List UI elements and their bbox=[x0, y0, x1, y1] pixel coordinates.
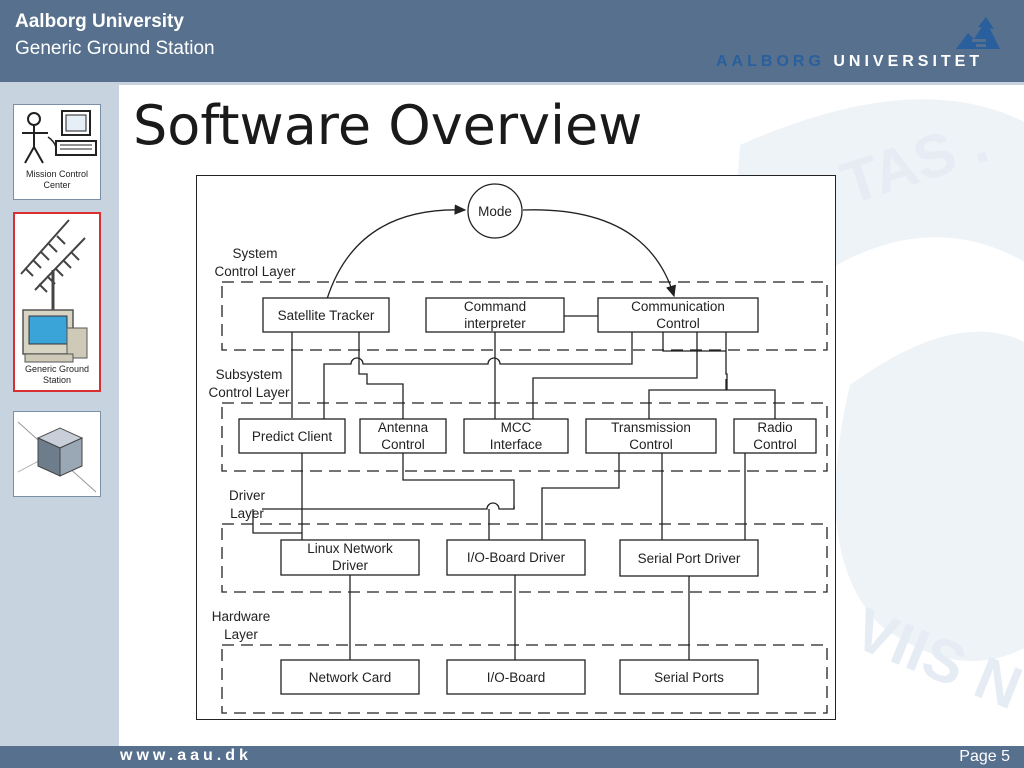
box-label: Antenna bbox=[378, 420, 429, 435]
box-network-card bbox=[280, 659, 420, 695]
box-label: Network Card bbox=[309, 670, 392, 685]
box-label: Command bbox=[464, 299, 526, 314]
footer-bar: www.aau.dk Page 5 bbox=[0, 746, 1024, 768]
layer-label: System bbox=[232, 246, 277, 261]
layer-label: Hardware bbox=[212, 609, 271, 624]
logo-text: AALBORG UNIVERSITET bbox=[716, 53, 984, 70]
box-label: Radio bbox=[757, 420, 792, 435]
mode-arrow-in bbox=[326, 204, 467, 300]
mode-arrow-out bbox=[522, 209, 676, 298]
layer-region-hardware bbox=[221, 644, 828, 714]
box-serial-port-driver bbox=[619, 539, 759, 577]
aau-logo: AALBORG UNIVERSITET bbox=[716, 15, 1021, 75]
box-transmission-control bbox=[585, 418, 717, 454]
box-label: Linux Network bbox=[307, 541, 393, 556]
box-label: Control bbox=[656, 316, 700, 331]
box-label: Satellite Tracker bbox=[278, 308, 375, 323]
box-antenna-control bbox=[359, 418, 447, 454]
box-serial-ports bbox=[619, 659, 759, 695]
box-io-board bbox=[446, 659, 586, 695]
box-label: I/O-Board bbox=[487, 670, 546, 685]
project-name: Generic Ground Station bbox=[15, 38, 215, 59]
box-label: MCC bbox=[501, 420, 532, 435]
box-predict-client bbox=[238, 418, 346, 454]
box-label: Serial Port Driver bbox=[638, 551, 741, 566]
box-label: Interface bbox=[490, 437, 543, 452]
layer-label: Control Layer bbox=[208, 385, 290, 400]
layer-region-driver bbox=[221, 523, 828, 593]
box-mcc-interface bbox=[463, 418, 569, 454]
box-label: Serial Ports bbox=[654, 670, 724, 685]
box-radio-control bbox=[733, 418, 817, 454]
mode-node bbox=[467, 183, 523, 239]
university-name: Aalborg University bbox=[15, 11, 184, 32]
box-linux-network-driver bbox=[280, 539, 420, 576]
box-label: Control bbox=[381, 437, 425, 452]
layer-region-system bbox=[221, 281, 828, 351]
box-label: interpreter bbox=[464, 316, 526, 331]
box-label: Driver bbox=[332, 558, 369, 573]
box-communication-control bbox=[597, 297, 759, 333]
thumbnail-cubesat[interactable] bbox=[13, 411, 101, 497]
box-label: Predict Client bbox=[252, 429, 333, 444]
aau-logo-icon bbox=[956, 17, 1000, 49]
box-command-interpreter bbox=[425, 297, 565, 333]
box-label: Control bbox=[753, 437, 797, 452]
box-io-board-driver bbox=[446, 539, 586, 576]
stick-figure-computer-icon bbox=[22, 110, 97, 164]
slide-title: Software Overview bbox=[133, 94, 643, 157]
antenna-computer-icon bbox=[20, 219, 88, 363]
box-label: Control bbox=[629, 437, 673, 452]
cubesat-icon bbox=[17, 421, 97, 493]
software-architecture-diagram: System Control Layer Subsystem Control L… bbox=[196, 175, 836, 720]
layer-label: Control Layer bbox=[214, 264, 296, 279]
box-label: I/O-Board Driver bbox=[467, 550, 566, 565]
footer-url[interactable]: www.aau.dk bbox=[120, 747, 252, 764]
box-label: Transmission bbox=[611, 420, 691, 435]
box-label: Communication bbox=[631, 299, 725, 314]
header-bar: Aalborg University Generic Ground Statio… bbox=[0, 0, 1024, 85]
mode-label: Mode bbox=[478, 204, 512, 219]
layer-label: Layer bbox=[230, 506, 264, 521]
layer-label: Layer bbox=[224, 627, 258, 642]
layer-label: Subsystem bbox=[216, 367, 283, 382]
layer-region-subsystem bbox=[221, 402, 828, 472]
page-number: Page 5 bbox=[959, 748, 1010, 765]
layer-label: Driver bbox=[229, 488, 266, 503]
box-satellite-tracker bbox=[262, 297, 390, 333]
